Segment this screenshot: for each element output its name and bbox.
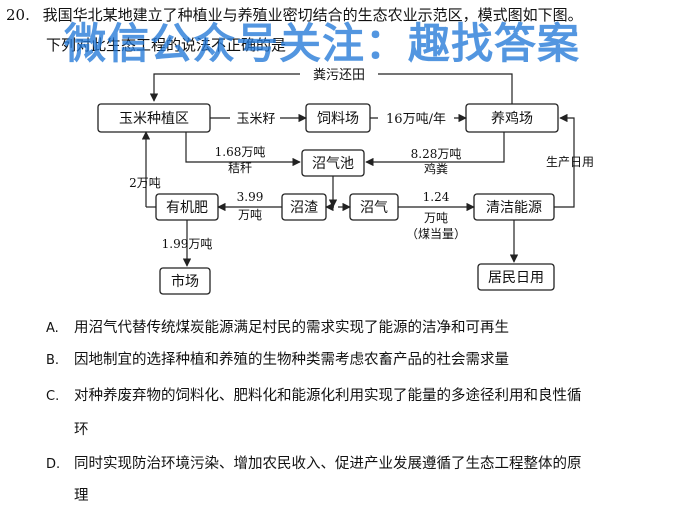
option-c-text: 对种养废弃物的饲料化、肥料化和能源化利用实现了能量的多途径利用和良性循 <box>74 388 582 404</box>
option-c-continuation: 环 <box>74 422 89 438</box>
dung-arrow <box>365 132 505 167</box>
feed-farm-label: 饲料场 <box>317 111 359 127</box>
biogas-residue-label: 沼渣 <box>290 200 318 216</box>
chicken-farm-label: 养鸡场 <box>491 110 533 127</box>
question-text-1: 我国华北某地建立了种植业与养殖业密切结合的生态农业示范区，模式图如下图。 <box>42 6 583 24</box>
market-box <box>159 267 211 295</box>
gas-amount-num: 1.24 <box>423 190 450 204</box>
gas-amount-unit: 万吨 <box>424 211 448 225</box>
dung-amount-label: 8.28万吨 <box>411 147 462 161</box>
option-d-text: 同时实现防治环境污染、增加农民收入、促进产业发展遵循了生态工程整体的原 <box>74 456 582 472</box>
gas-amount-note: （煤当量） <box>406 227 466 241</box>
watermark-text: 微信公众号关注：趣找答案 <box>64 19 581 68</box>
biogas-pool-label: 沼气池 <box>312 156 354 172</box>
clean-energy-label: 清洁能源 <box>486 200 542 216</box>
option-d-continuation: 理 <box>74 488 89 504</box>
option-b-label: B. <box>46 353 60 368</box>
straw-arrow <box>185 132 301 167</box>
market-amount-label: 1.99万吨 <box>162 237 213 251</box>
option-a: A. 用沼气代替传统煤炭能源满足村民的需求实现了能源的洁净和可再生 <box>46 316 509 337</box>
option-c: C. 对种养废弃物的饲料化、肥料化和能源化利用实现了能量的多途径利用和良性循 <box>46 384 582 405</box>
biogas-label: 沼气 <box>360 200 388 216</box>
feed-amount-label: 16万吨/年 <box>386 112 446 127</box>
production-use-label: 生产日用 <box>546 155 594 169</box>
straw-amount-label: 1.68万吨 <box>215 145 266 159</box>
option-c-label: C. <box>46 389 60 404</box>
option-d: D. 同时实现防治环境污染、增加农民收入、促进产业发展遵循了生态工程整体的原 <box>46 452 582 473</box>
option-b-text: 因地制宜的选择种植和养殖的生物种类需考虑农畜产品的社会需求量 <box>74 352 509 368</box>
organic-fertilizer-label: 有机肥 <box>166 200 208 216</box>
dung-label: 鸡粪 <box>424 161 448 176</box>
residents-label: 居民日用 <box>488 270 544 286</box>
corn-kernel-label: 玉米籽 <box>236 112 275 127</box>
option-d-label: D. <box>46 457 61 472</box>
market-label: 市场 <box>171 273 199 290</box>
production-use-arrow <box>554 113 575 208</box>
residue-amount-num: 3.99 <box>237 190 264 204</box>
residents-box <box>477 263 555 291</box>
question-line-1: 20. 我国华北某地建立了种植业与养殖业密切结合的生态农业示范区，模式图如下图。 <box>6 4 583 25</box>
two-wt-label: 2万吨 <box>129 176 161 190</box>
option-b: B. 因地制宜的选择种植和养殖的生物种类需考虑农畜产品的社会需求量 <box>46 348 509 369</box>
option-a-text: 用沼气代替传统煤炭能源满足村民的需求实现了能源的洁净和可再生 <box>74 320 509 336</box>
residue-amount-unit: 万吨 <box>238 208 262 222</box>
question-text-2: 下列对此生态工程的说法不正确的是 <box>46 36 287 54</box>
ecosystem-diagram: 粪污还田 玉米种植区 饲料场 养鸡场 玉米籽 16万吨/年 1.68万吨 秸秆 … <box>97 68 595 295</box>
manure-return-label: 粪污还田 <box>313 68 365 83</box>
question-number: 20. <box>6 6 30 24</box>
straw-label: 秸秆 <box>228 161 252 175</box>
corn-area-label: 玉米种植区 <box>119 111 189 127</box>
option-a-label: A. <box>46 321 59 336</box>
